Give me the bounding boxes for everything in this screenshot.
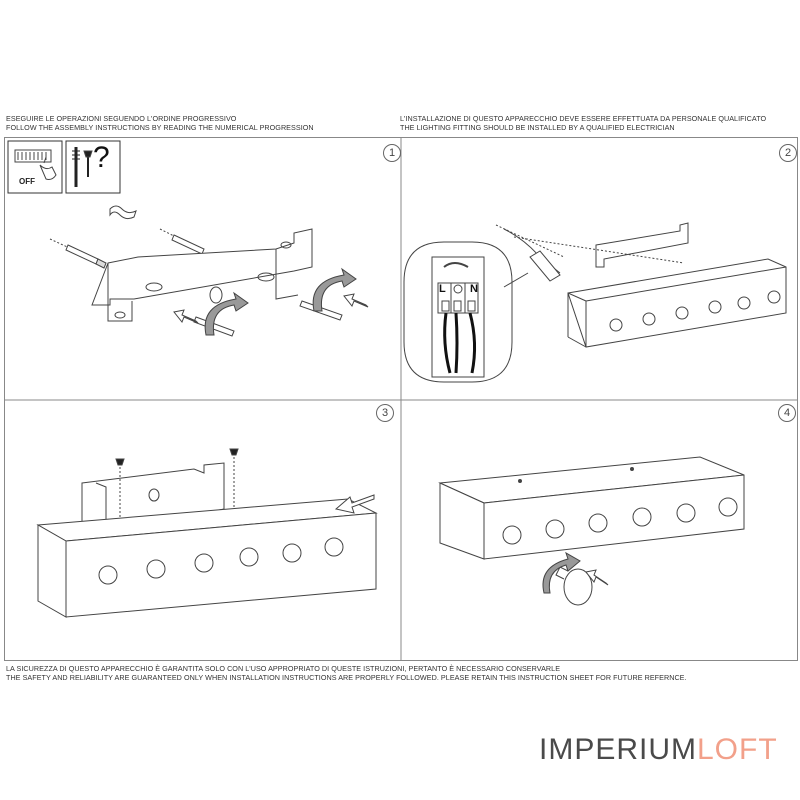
push-arrow-left-icon: [173, 309, 199, 324]
step-2-panel: [403, 222, 787, 383]
screw-top-left-icon: [115, 458, 125, 466]
switch-off-label: OFF: [19, 177, 35, 186]
drill-screwdriver-icon: [72, 147, 93, 187]
step-3-fixture: [36, 498, 378, 618]
step-4-panel: [438, 456, 745, 606]
logo-part-imperium: IMPERIUM: [539, 733, 697, 766]
instruction-panels: [4, 137, 798, 661]
header-left-italian: ESEGUIRE LE OPERAZIONI SEGUENDO L'ORDINE…: [6, 114, 237, 123]
insert-arrow-icon: [585, 569, 609, 586]
screw-top-right-icon: [229, 448, 239, 456]
power-switch-icon: [14, 149, 57, 180]
cable-clamp-icon: [109, 205, 137, 220]
header-right-english: THE LIGHTING FITTING SHOULD BE INSTALLED…: [400, 123, 675, 132]
brand-logo: IMPERIUMLOFT: [539, 733, 778, 767]
footer-english: THE SAFETY AND RELIABILITY ARE GUARANTEE…: [6, 673, 687, 682]
header-right-italian: L'INSTALLAZIONE DI QUESTO APPARECCHIO DE…: [400, 114, 767, 123]
step-4-fixture: [438, 456, 745, 560]
step-3-panel: [36, 448, 378, 618]
ground-terminal-icon: [453, 284, 463, 294]
light-bulb-icon: [555, 566, 593, 606]
wall-plug-left: [49, 238, 107, 269]
step-1-panel: [7, 140, 369, 337]
step-3-number: 3: [376, 404, 394, 422]
step-2-fixture: [567, 258, 787, 348]
rotate-arrow-left-icon: [204, 291, 249, 336]
step-1-number: 1: [383, 144, 401, 162]
instruction-panels-drawing: [4, 137, 798, 661]
footer-italian: LA SICUREZZA DI QUESTO APPARECCHIO È GAR…: [6, 664, 561, 673]
step-2-bracket: [595, 222, 689, 268]
mounting-bracket: [91, 228, 313, 322]
footer-notice: LA SICUREZZA DI QUESTO APPARECCHIO È GAR…: [6, 664, 687, 682]
question-mark-icon: ?: [93, 141, 110, 174]
push-arrow-right-icon: [343, 293, 369, 308]
terminal-block: [431, 256, 485, 378]
header-right: L'INSTALLAZIONE DI QUESTO APPARECCHIO DE…: [400, 114, 766, 132]
tools-icon-box: [65, 140, 121, 194]
terminal-label-n: N: [470, 283, 478, 295]
header-left-english: FOLLOW THE ASSEMBLY INSTRUCTIONS BY READ…: [6, 123, 314, 132]
logo-part-loft: LOFT: [697, 733, 778, 766]
rotate-arrow-right-icon: [312, 267, 357, 312]
step-2-number: 2: [779, 144, 797, 162]
terminal-label-l: L: [439, 283, 446, 295]
header-left: ESEGUIRE LE OPERAZIONI SEGUENDO L'ORDINE…: [6, 114, 314, 132]
wall-plug-right: [159, 228, 205, 255]
power-switch-icon-box: [7, 140, 63, 194]
step-4-number: 4: [778, 404, 796, 422]
rotate-bulb-arrow-icon: [542, 551, 581, 594]
slide-arrow-icon: [334, 494, 375, 514]
